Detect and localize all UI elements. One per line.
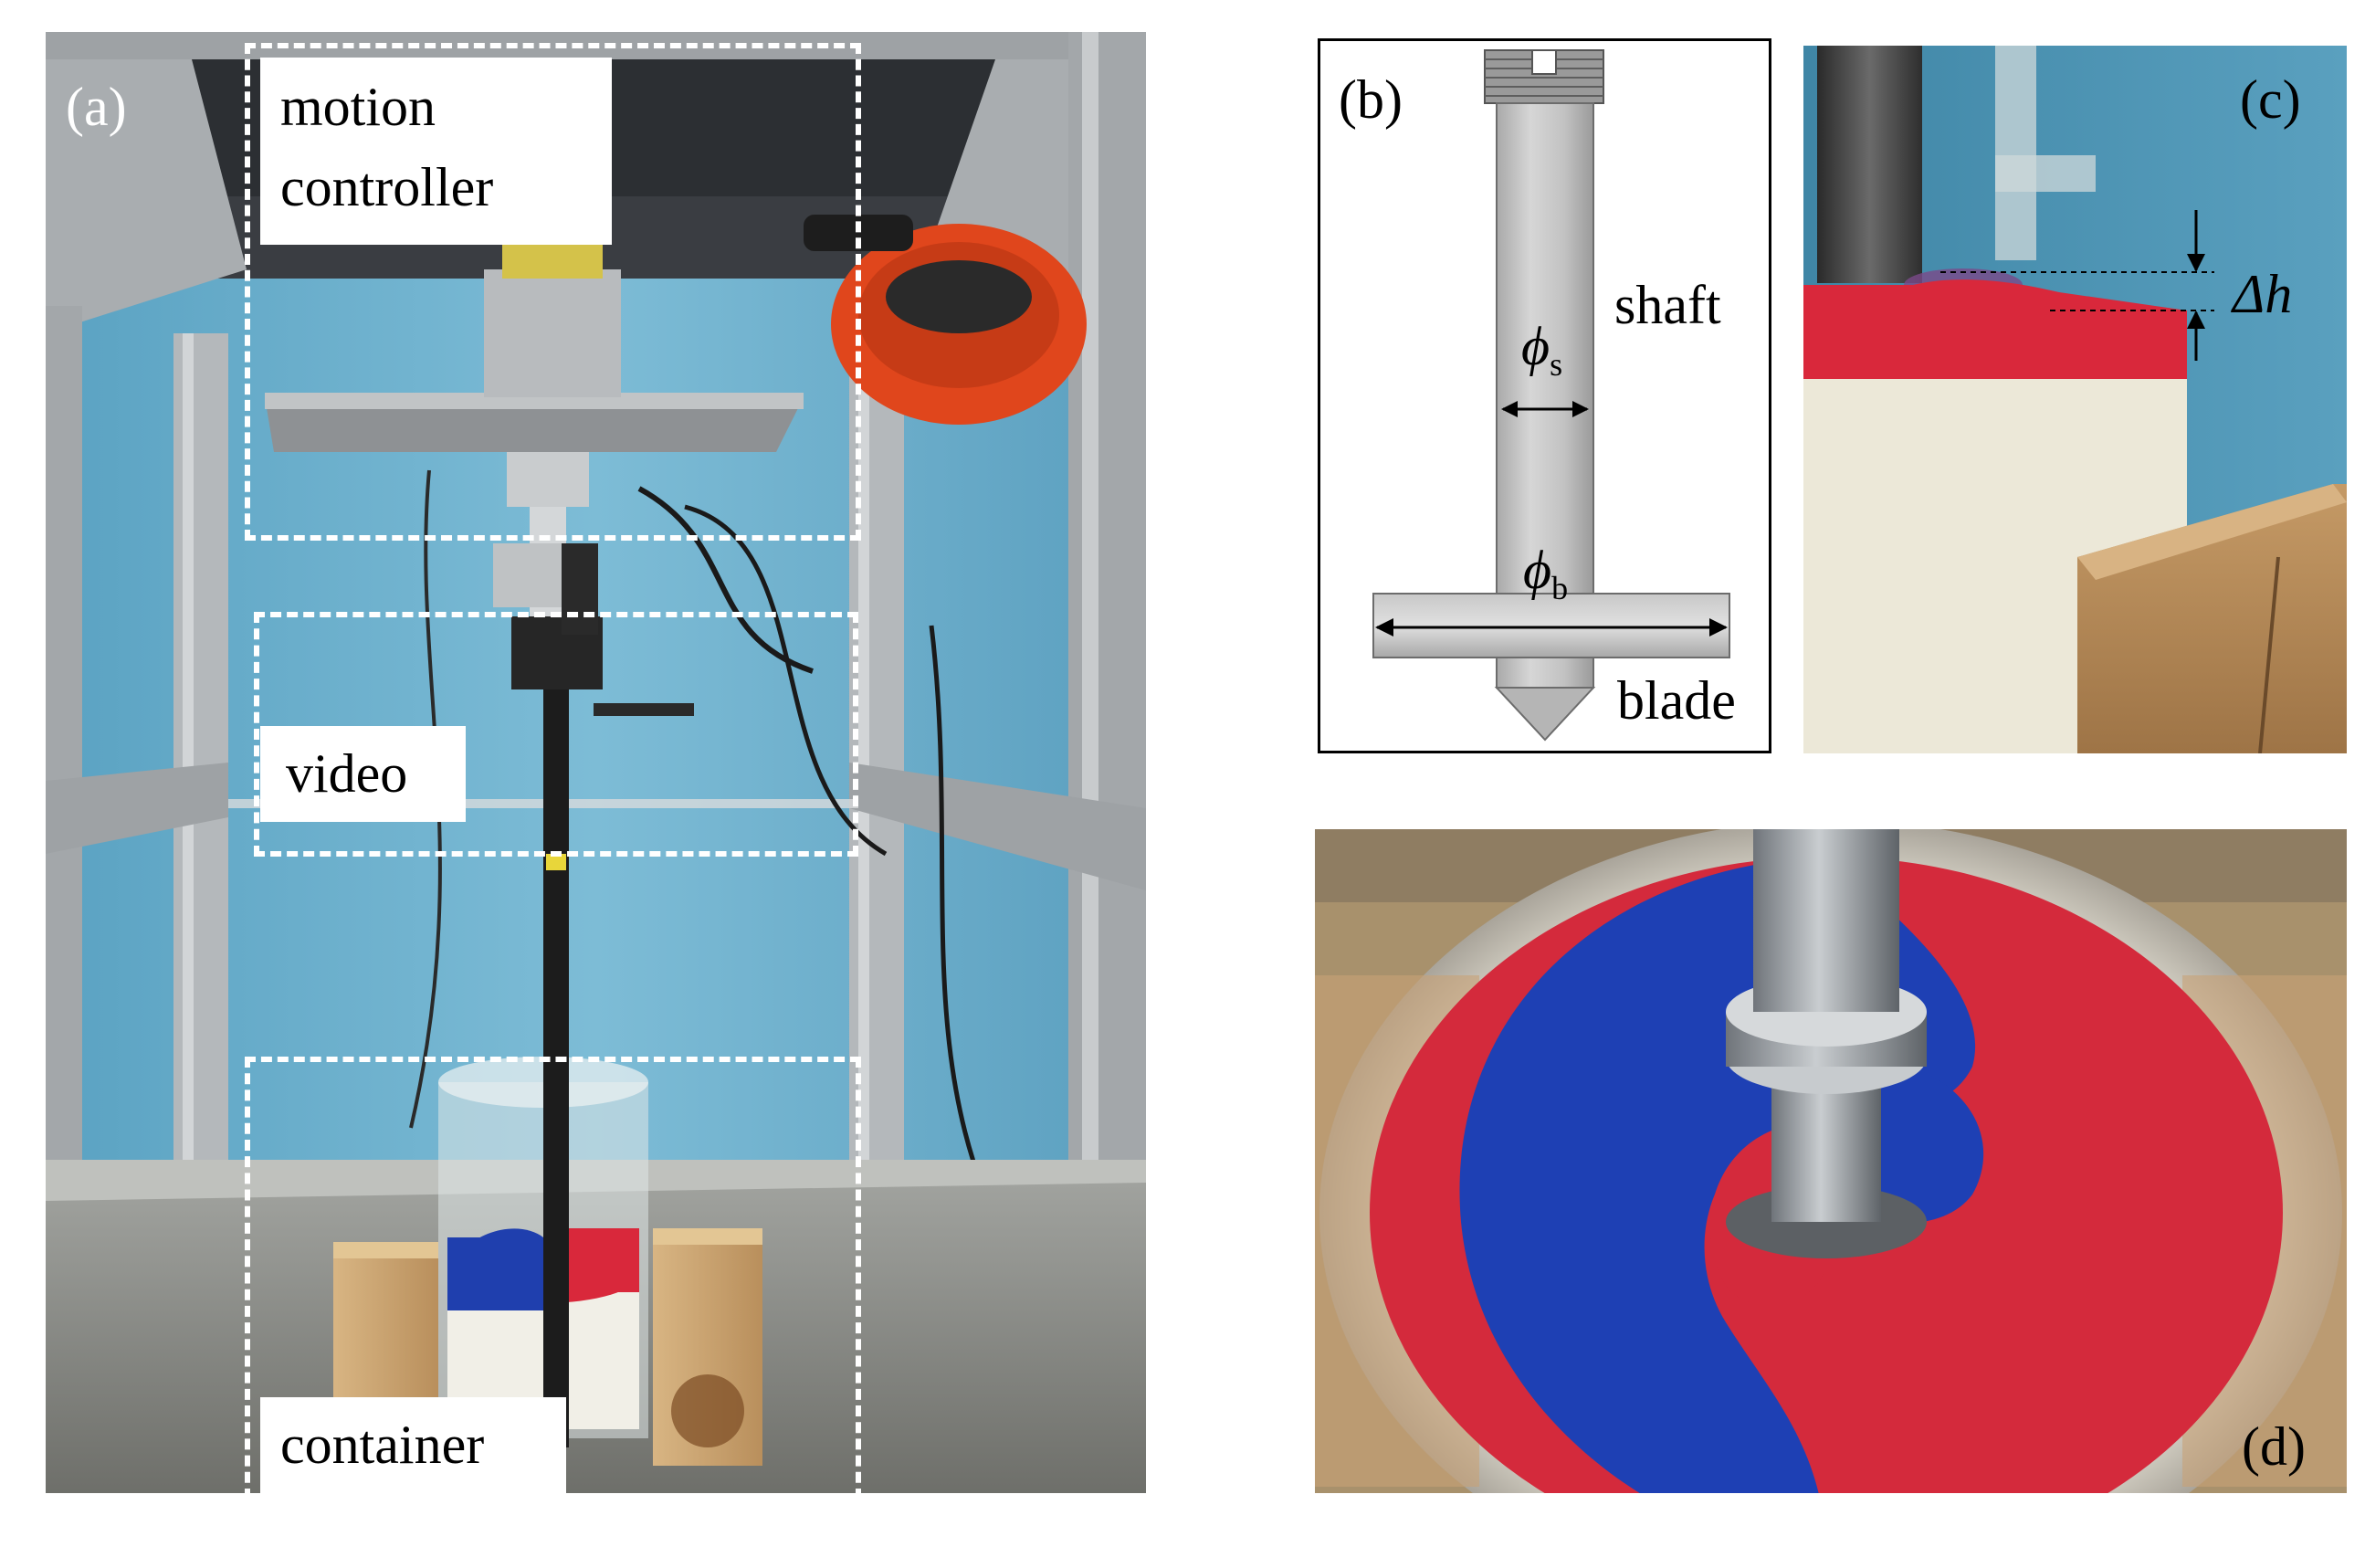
phi-b-label: ϕb [1523, 539, 1568, 607]
delta-h-label: Δh [2233, 264, 2293, 324]
shaft-label: shaft [1614, 275, 1721, 335]
phi-b-symbol: ϕ [1523, 540, 1552, 600]
panel-a-photo: (a) motion controller video container [46, 32, 1146, 1493]
panel-d-tag: (d) [2242, 1416, 2306, 1477]
motion-controller-label: motion controller [260, 58, 612, 245]
apparatus-illustration [46, 32, 1146, 1493]
height-change-photo [1803, 46, 2347, 753]
blade-label: blade [1617, 670, 1736, 731]
vane-diagram [1372, 49, 1730, 742]
motion-label-line1: motion [280, 77, 436, 137]
container-label: container [260, 1397, 566, 1493]
phi-s-label: ϕs [1521, 315, 1562, 384]
motion-label-line2: controller [280, 157, 494, 217]
panel-d-photo: (d) [1315, 829, 2347, 1493]
phi-b-subscript: b [1551, 570, 1569, 606]
panel-c-photo: (c) Δh [1803, 46, 2347, 753]
phi-s-symbol: ϕ [1521, 316, 1550, 376]
panel-b-tag: (b) [1339, 69, 1403, 130]
panel-c-tag: (c) [2240, 69, 2301, 130]
phi-s-subscript: s [1550, 346, 1563, 383]
video-frame [254, 612, 858, 857]
video-label: video [260, 726, 466, 822]
sand-pattern-photo [1315, 829, 2347, 1493]
panel-a-tag: (a) [66, 77, 127, 137]
motion-controller-frame [245, 43, 861, 541]
panel-b-diagram: (b) shaft blade ϕs ϕb [1318, 38, 1771, 753]
container-frame [245, 1057, 861, 1493]
